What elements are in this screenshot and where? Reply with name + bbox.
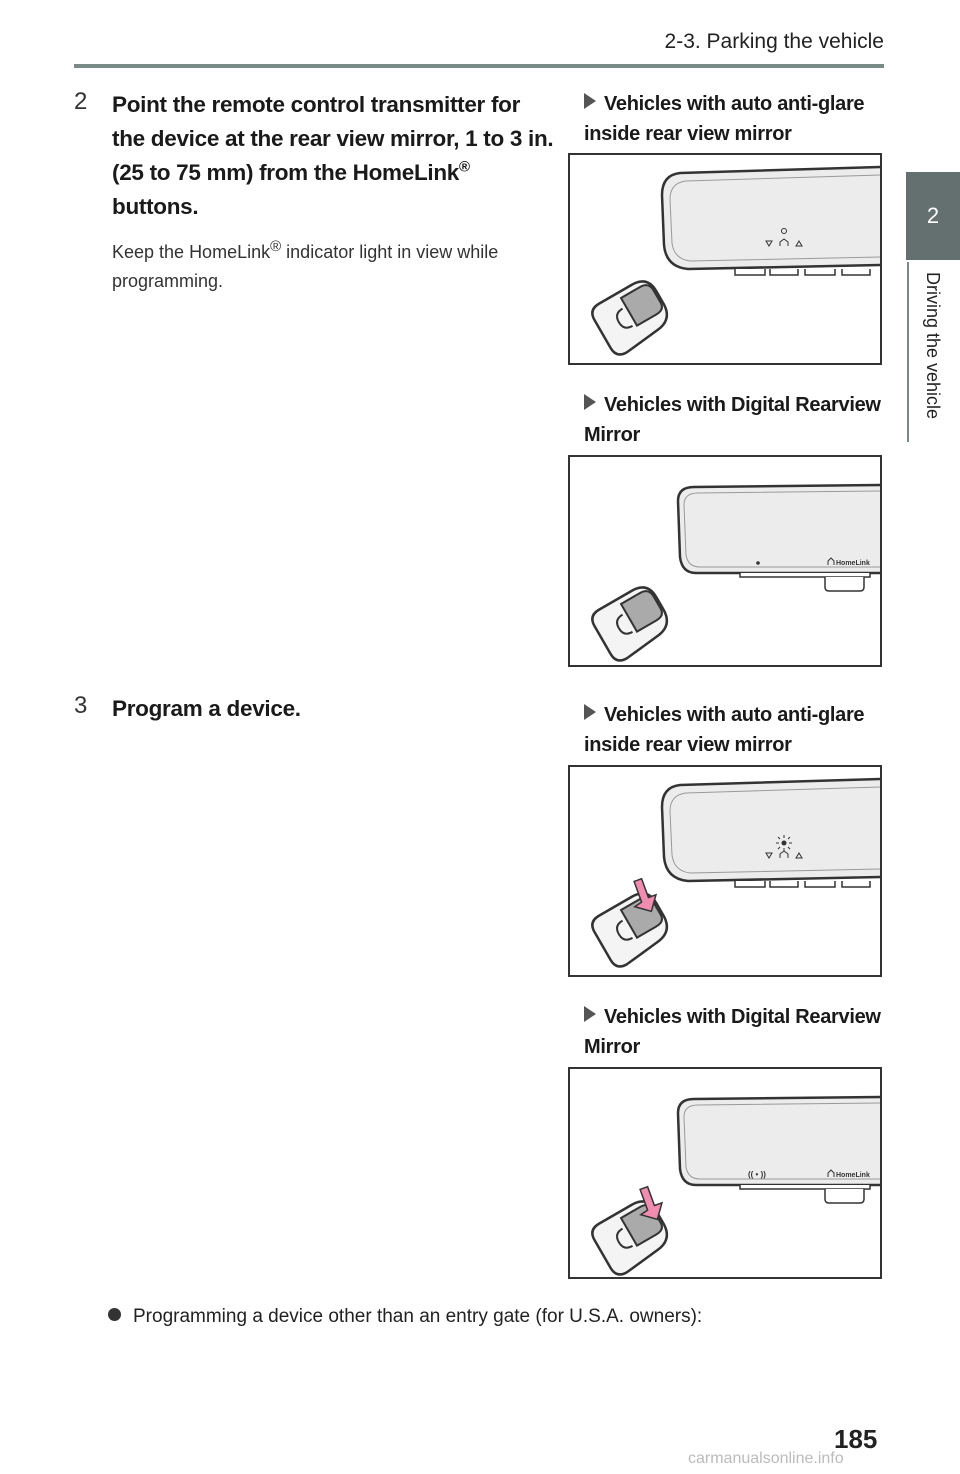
registered-mark: ® [459,158,470,176]
page-number: 185 [834,1424,878,1454]
figure-caption: Vehicles with Digital Rearview Mirror [584,394,881,446]
registered-mark: ® [270,238,282,255]
watermark: carmanualsonline.info [688,1450,844,1467]
triangle-bullet-icon [584,1006,596,1022]
triangle-bullet-icon [584,93,596,109]
indicator-flash-icon [776,835,792,851]
homelink-buttons-icon [765,228,803,247]
bullet-dot-icon [108,1308,121,1321]
step-title: Program a device. [112,696,301,721]
signal-indicator-icon: (( • )) [748,1170,766,1179]
header-rule [74,64,884,68]
figure-anti-glare-mirror [568,153,882,365]
mirror-illustration: (( • )) HomeLink [591,1095,880,1276]
section-title: 2-3. Parking the vehicle [664,30,884,53]
chapter-tab[interactable]: 2 [906,172,960,260]
mirror-illustration [591,165,880,356]
step-2: 2 Point the remote control transmitter f… [74,88,554,296]
remote-transmitter-icon [591,586,669,662]
homelink-logo-icon: HomeLink [827,1169,870,1179]
side-divider [907,262,909,442]
mirror-illustration [591,777,880,968]
step-number: 2 [74,88,88,115]
figure-caption: Vehicles with auto anti-glare inside rea… [584,93,865,145]
chapter-label: Driving the vehicle [923,272,943,420]
homelink-logo-icon: HomeLink [827,557,870,567]
figure-caption: Vehicles with Digital Rearview Mirror [584,1006,881,1058]
homelink-logo-text: HomeLink [836,560,870,567]
homelink-logo-text: HomeLink [836,1172,870,1179]
remote-transmitter-pressed-icon [591,892,669,968]
bullet-item: Programming a device other than an entry… [108,1306,702,1328]
figure-caption: Vehicles with auto anti-glare inside rea… [584,704,865,756]
indicator-light-icon [756,561,760,565]
press-arrow-icon [639,1185,664,1221]
mirror-illustration: HomeLink [591,483,880,662]
step-number: 3 [74,692,88,719]
step-title: Point the remote control transmitter for… [112,92,554,219]
press-arrow-icon [633,877,658,913]
triangle-bullet-icon [584,704,596,720]
step-3: 3 Program a device. [74,692,554,726]
step-note: Keep the HomeLink® indicator light in vi… [112,238,499,291]
remote-transmitter-icon [591,280,669,356]
homelink-buttons-icon [765,850,803,859]
triangle-bullet-icon [584,394,596,410]
figure-digital-mirror: HomeLink [568,455,882,667]
remote-transmitter-pressed-icon [591,1200,669,1276]
figure-digital-mirror-pressing: (( • )) HomeLink [568,1067,882,1279]
figure-anti-glare-mirror-pressing [568,765,882,977]
